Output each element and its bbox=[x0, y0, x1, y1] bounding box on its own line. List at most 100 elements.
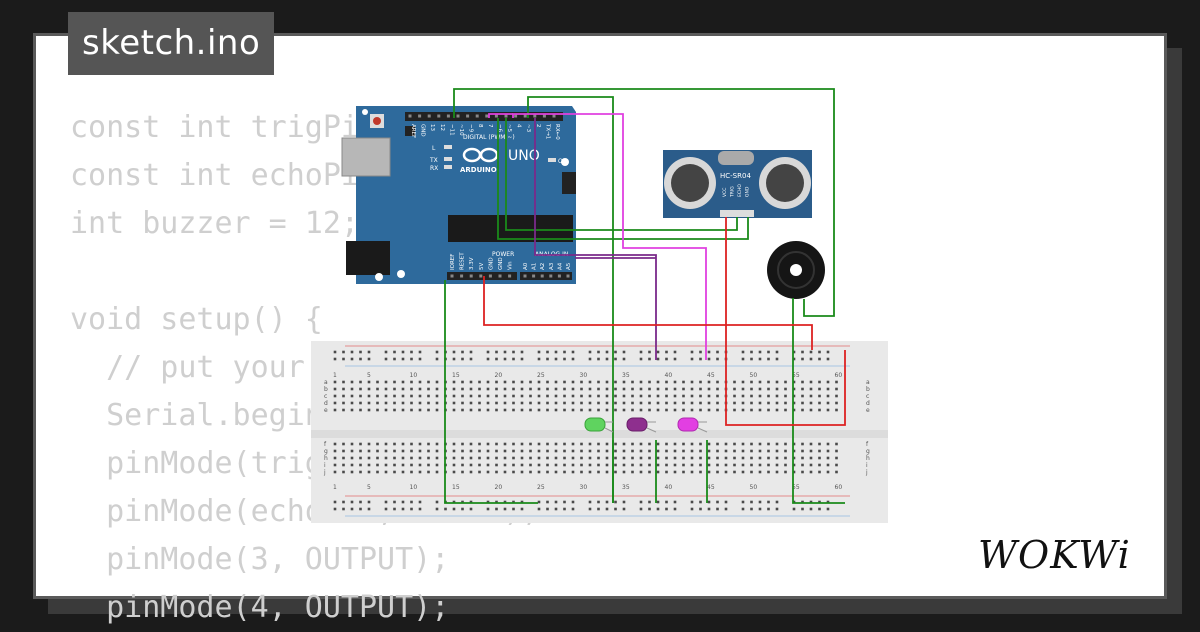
rail-hole bbox=[495, 357, 498, 361]
pin-label: RX←0 bbox=[554, 124, 560, 140]
row-letter: a bbox=[866, 379, 870, 386]
breadboard-hole bbox=[537, 463, 541, 467]
rail-hole bbox=[699, 507, 702, 511]
breadboard-hole bbox=[554, 401, 558, 405]
buzzer[interactable] bbox=[767, 241, 825, 299]
rail-hole bbox=[554, 507, 558, 511]
led-green[interactable] bbox=[584, 417, 614, 433]
breadboard-hole bbox=[350, 442, 354, 446]
breadboard-hole bbox=[580, 449, 583, 453]
rail-hole bbox=[512, 357, 515, 361]
breadboard-hole bbox=[648, 463, 651, 467]
rail-hole bbox=[648, 500, 651, 504]
pin-label: A4 bbox=[557, 262, 563, 270]
breadboard-hole bbox=[529, 456, 532, 460]
rail-hole bbox=[775, 357, 779, 361]
column-number: 40 bbox=[665, 372, 673, 379]
breadboard-hole bbox=[673, 380, 677, 384]
breadboard-hole bbox=[410, 470, 413, 474]
breadboard-hole bbox=[546, 456, 549, 460]
breadboard-hole bbox=[622, 463, 626, 467]
breadboard-hole bbox=[792, 456, 796, 460]
arduino-logo-icon bbox=[462, 147, 499, 163]
breadboard-hole bbox=[376, 449, 379, 453]
breadboard-hole bbox=[648, 442, 651, 446]
rail-hole bbox=[741, 507, 745, 511]
led-on bbox=[548, 158, 556, 162]
breadboard-hole bbox=[716, 408, 719, 412]
sensor-pin-label: TRIG bbox=[730, 186, 736, 198]
rail-hole bbox=[367, 357, 371, 361]
pin-label: GND bbox=[420, 124, 426, 137]
led-body bbox=[626, 417, 648, 432]
led-leg bbox=[646, 427, 657, 433]
row-letter: b bbox=[866, 386, 870, 393]
pin-label: A1 bbox=[532, 263, 538, 270]
led-purple[interactable] bbox=[626, 417, 657, 433]
breadboard-hole bbox=[367, 456, 371, 460]
breadboard-hole bbox=[639, 408, 643, 412]
breadboard-hole bbox=[784, 463, 787, 467]
breadboard-hole bbox=[410, 380, 413, 384]
rail-hole bbox=[750, 350, 753, 354]
breadboard-hole bbox=[520, 463, 524, 467]
breadboard-hole bbox=[614, 401, 617, 405]
rail-hole bbox=[690, 507, 694, 511]
breadboard-hole bbox=[699, 456, 702, 460]
filename-tab[interactable]: sketch.ino bbox=[68, 12, 275, 75]
breadboard-hole bbox=[639, 456, 643, 460]
column-number: 35 bbox=[622, 484, 630, 491]
rail-hole bbox=[588, 350, 592, 354]
breadboard-hole bbox=[656, 442, 660, 446]
column-number: 40 bbox=[665, 484, 673, 491]
rail-hole bbox=[418, 357, 422, 361]
breadboard-hole bbox=[809, 387, 813, 391]
breadboard-hole bbox=[461, 380, 464, 384]
rail-hole bbox=[537, 357, 541, 361]
breadboard-hole bbox=[461, 408, 464, 412]
breadboard-hole bbox=[588, 463, 592, 467]
breadboard-hole bbox=[682, 470, 685, 474]
row-letter: e bbox=[866, 407, 870, 414]
breadboard-hole bbox=[410, 394, 413, 398]
breadboard-hole bbox=[529, 394, 532, 398]
breadboard-hole bbox=[503, 449, 507, 453]
breadboard-hole bbox=[716, 449, 719, 453]
breadboard-hole bbox=[350, 449, 354, 453]
breadboard-hole bbox=[537, 387, 541, 391]
breadboard-hole bbox=[775, 380, 779, 384]
led-magenta[interactable] bbox=[677, 417, 708, 433]
rail-hole bbox=[614, 500, 617, 504]
arduino-uno-board[interactable]: DIGITAL (PWM ~) UNO ARDUINO L TX RX ON P… bbox=[341, 106, 576, 284]
breadboard-hole bbox=[486, 449, 490, 453]
breadboard-hole bbox=[410, 456, 413, 460]
rail-hole bbox=[435, 507, 439, 511]
header-pin bbox=[557, 274, 561, 278]
reset-button[interactable] bbox=[373, 117, 381, 125]
rail-hole bbox=[724, 500, 728, 504]
breadboard-hole bbox=[648, 387, 651, 391]
column-number: 30 bbox=[580, 372, 588, 379]
breadboard-hole bbox=[359, 463, 362, 467]
breadboard-hole bbox=[775, 456, 779, 460]
breadboard-hole bbox=[673, 394, 677, 398]
rail-hole bbox=[605, 357, 609, 361]
breadboard-hole bbox=[393, 470, 396, 474]
rail-hole bbox=[809, 350, 813, 354]
breadboard-hole bbox=[818, 449, 821, 453]
breadboard-hole bbox=[597, 456, 600, 460]
breadboard-hole bbox=[818, 408, 821, 412]
breadboard-hole bbox=[682, 380, 685, 384]
breadboard-hole bbox=[469, 387, 473, 391]
breadboard-hole bbox=[495, 449, 498, 453]
rail-hole bbox=[801, 500, 804, 504]
wokwi-logo: WOKWi bbox=[978, 533, 1130, 577]
breadboard-hole bbox=[835, 463, 838, 467]
breadboard-hole bbox=[818, 401, 821, 405]
breadboard-hole bbox=[801, 394, 804, 398]
rail-hole bbox=[699, 357, 702, 361]
breadboard-hole bbox=[393, 449, 396, 453]
breadboard-hole bbox=[537, 401, 541, 405]
breadboard-hole bbox=[767, 387, 770, 391]
